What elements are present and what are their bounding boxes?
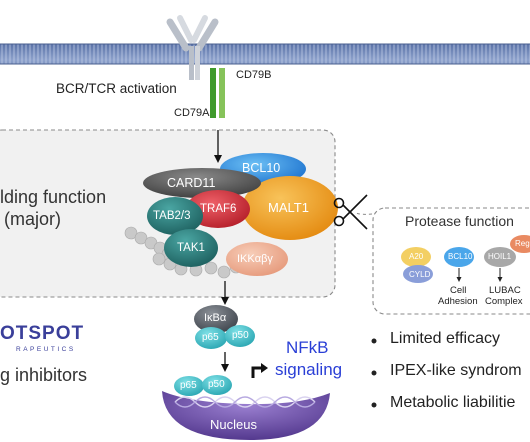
bullet-icon	[371, 370, 377, 376]
tak1-label: TAK1	[177, 242, 205, 254]
p50-protein	[225, 325, 255, 347]
lubac-line1: LUBAC	[489, 285, 521, 296]
bcl10-substrate-label: BCL10	[448, 252, 473, 261]
tab23-protein	[147, 197, 203, 235]
ikk-label: IKKαβγ	[237, 253, 273, 265]
cd79b-label: CD79B	[236, 69, 272, 81]
card11-protein	[143, 168, 261, 198]
bullet-ipex-like: IPEX-like syndrom	[390, 362, 522, 379]
hoil1-label: HOIL1	[488, 252, 512, 261]
ikba-protein	[194, 305, 238, 333]
ikba-label: IκBα	[204, 312, 227, 324]
transcription-arrow-icon	[251, 366, 263, 378]
p50-nuclear-protein	[202, 375, 232, 395]
scaffold-heading-line1: lding function	[0, 187, 107, 207]
company-logo-subtext: RAPEUTICS	[16, 346, 76, 353]
scaffold-heading-line2: (major)	[4, 209, 61, 229]
p65-label: p65	[202, 332, 219, 343]
bullet-icon	[371, 402, 377, 408]
bullet-icon	[371, 338, 377, 344]
cd79a-label: CD79A	[174, 107, 210, 119]
ikk-protein	[226, 242, 288, 276]
p65-protein	[195, 327, 227, 349]
p50-label: p50	[232, 330, 249, 341]
nfkb-line2: signaling	[275, 360, 343, 379]
tab23-label: TAB2/3	[153, 210, 191, 222]
inhibitors-label: g inhibitors	[0, 365, 88, 385]
lubac-line2: Complex	[485, 296, 523, 307]
cell-membrane	[0, 44, 530, 64]
cyld-substrate	[403, 265, 433, 283]
bcl10-substrate	[444, 247, 474, 267]
protease-title: Protease function	[405, 213, 514, 229]
a20-label: A20	[409, 252, 424, 261]
nfkb-line1: NFkB	[286, 338, 329, 357]
bullet-limited-efficacy: Limited efficacy	[390, 330, 500, 347]
cd79a-bar	[210, 68, 216, 118]
cd79b-bar	[219, 68, 225, 118]
malt1-label: MALT1	[268, 200, 309, 215]
malt1-protein	[242, 176, 338, 240]
cell-adhesion-line2: Adhesion	[438, 296, 478, 307]
traf6-label: TRAF6	[200, 203, 237, 215]
p50-nuclear-label: p50	[208, 379, 225, 390]
activation-label: BCR/TCR activation	[56, 81, 177, 96]
cyld-label: CYLD	[409, 270, 431, 279]
bullet-metabolic: Metabolic liabilitie	[390, 394, 516, 411]
tak1-protein	[164, 229, 218, 267]
scissors-icon	[333, 194, 368, 230]
company-logo: OTSPOT	[0, 323, 85, 344]
reg-label: Reg	[515, 239, 530, 248]
bcr-receptor-icon	[166, 15, 219, 80]
arrow-icon	[214, 155, 222, 163]
cell-adhesion-line1: Cell	[450, 285, 467, 296]
nucleus-shape	[162, 391, 330, 440]
card11-label: CARD11	[167, 176, 216, 190]
reg-substrate	[510, 235, 530, 253]
a20-substrate	[401, 247, 431, 267]
hoil1-substrate	[484, 247, 516, 267]
p65-nuclear-protein	[174, 376, 204, 396]
bcl10-label: BCL10	[242, 161, 281, 175]
nucleus-label: Nucleus	[210, 417, 257, 432]
dna-helix-icon	[174, 396, 316, 408]
p65-nuclear-label: p65	[180, 380, 197, 391]
